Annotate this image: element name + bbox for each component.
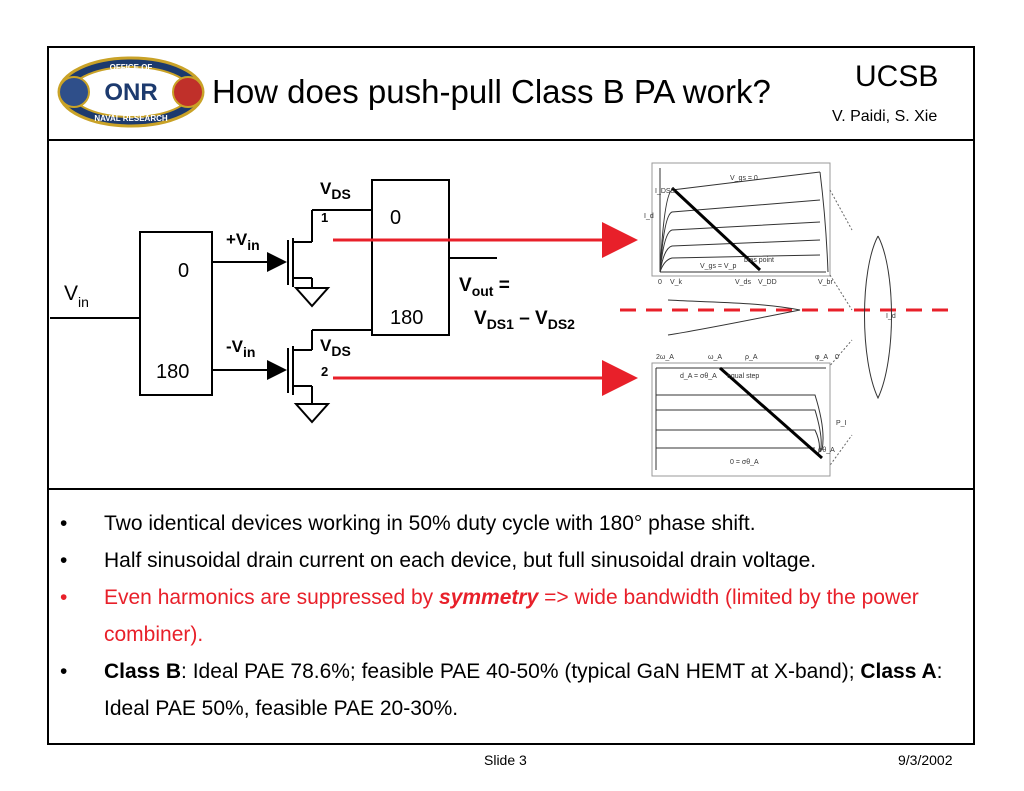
vds2-index: 2 [321, 364, 328, 379]
institution-label: UCSB [855, 60, 939, 93]
slide-number: Slide 3 [484, 752, 527, 768]
svg-text:V_gs = 0: V_gs = 0 [730, 175, 758, 182]
svg-text:0: 0 [658, 279, 662, 286]
svg-text:d_A = σθ_A: d_A = σθ_A [680, 373, 717, 380]
bullet-text: Half sinusoidal drain current on each de… [104, 549, 817, 572]
svg-text:V_k: V_k [670, 279, 683, 286]
bullet-icon: • [60, 512, 68, 535]
bullet-text: Two identical devices working in 50% dut… [104, 512, 756, 535]
splitter-top-label: 0 [178, 260, 189, 282]
plus-vin-label: +Vin [226, 230, 260, 253]
bullet-icon: • [60, 586, 68, 609]
bullet-text: Even harmonics are suppressed by [104, 586, 440, 609]
vds1-label: VDS [320, 179, 351, 202]
projection-lines [827, 189, 853, 469]
bullet-icon: • [60, 660, 68, 683]
svg-text:I_DSS: I_DSS [655, 188, 676, 195]
svg-text:V_gs = V_p: V_gs = V_p [700, 263, 736, 270]
transistor-bottom [287, 329, 372, 424]
combiner-bottom-label: 180 [390, 307, 423, 329]
svg-text:I_d: I_d [644, 213, 654, 220]
sinusoid-right [864, 235, 892, 400]
bullet-list: • Two identical devices working in 50% du… [60, 505, 965, 727]
bullet-text: : Ideal PAE 50%, feasible PAE 20-30%. [104, 660, 943, 720]
logo-top-text: OFFICE OF [110, 63, 153, 72]
svg-text:P_I: P_I [836, 420, 847, 427]
svg-text:2ω_A: 2ω_A [656, 354, 674, 361]
authors-label: V. Paidi, S. Xie [832, 108, 938, 125]
minus-vin-label: -Vin [226, 337, 255, 360]
sinusoid-id-label: I_d [886, 313, 896, 320]
svg-text:0: 0 [835, 354, 839, 361]
iv-plot-bottom: 2ω_A ω_A ρ_A φ_A 0 d_A = σθ_A equal step… [651, 354, 847, 477]
svg-text:V_DD: V_DD [758, 279, 777, 286]
bullet-text: symmetry [439, 586, 539, 609]
bullet-icon: • [60, 549, 68, 572]
sinusoid-center [667, 299, 801, 336]
bullet-text: : Ideal PAE 78.6%; feasible PAE 40-50% (… [181, 660, 861, 683]
logo-mid-text: ONR [104, 79, 157, 106]
vout-label: Vout = [459, 275, 510, 299]
onr-logo: OFFICE OF ONR NAVAL RESEARCH [57, 56, 205, 128]
bullet-item: • Half sinusoidal drain current on each d… [60, 542, 965, 579]
svg-text:V_ds: V_ds [735, 279, 751, 286]
svg-text:V_br: V_br [818, 279, 833, 286]
bullet-text: => wide bandwidth (limited by the power … [104, 586, 919, 646]
vds1-index: 1 [321, 210, 328, 225]
slide-date: 9/3/2002 [898, 752, 953, 768]
vin-label: Vin [64, 282, 89, 310]
logo-bottom-text: NAVAL RESEARCH [94, 114, 168, 123]
combiner-top-label: 0 [390, 207, 401, 229]
splitter-box [139, 231, 213, 396]
bullet-text: Class B [104, 660, 182, 683]
vds2-label: VDS [320, 336, 351, 359]
svg-text:φ_A: φ_A [815, 354, 828, 361]
bullet-item: • Class B: Ideal PAE 78.6%; feasible PAE … [60, 653, 965, 727]
svg-text:bias point: bias point [744, 257, 774, 264]
slide-title: How does push-pull Class B PA work? [212, 73, 771, 110]
anchor-seal-icon [58, 76, 90, 108]
bullet-item: • Two identical devices working in 50% du… [60, 505, 965, 542]
svg-text:ω_A: ω_A [708, 354, 722, 361]
svg-text:σθ_A: σθ_A [818, 447, 835, 454]
vout-expression: VDS1 – VDS2 [474, 308, 575, 332]
transistor-top [287, 209, 372, 308]
svg-text:equal step: equal step [727, 373, 759, 380]
text-frame [47, 488, 975, 745]
iv-plot-top: V_gs = 0 I_DSS I_d V_gs = V_p bias point… [644, 162, 833, 286]
bullet-item: • Even harmonics are suppressed by symmet… [60, 579, 965, 653]
svg-text:ρ_A: ρ_A [745, 354, 758, 361]
marine-seal-icon [172, 76, 204, 108]
bullet-text: Class A [860, 660, 937, 683]
svg-text:0 = σθ_A: 0 = σθ_A [730, 459, 759, 466]
splitter-bottom-label: 180 [156, 361, 189, 383]
